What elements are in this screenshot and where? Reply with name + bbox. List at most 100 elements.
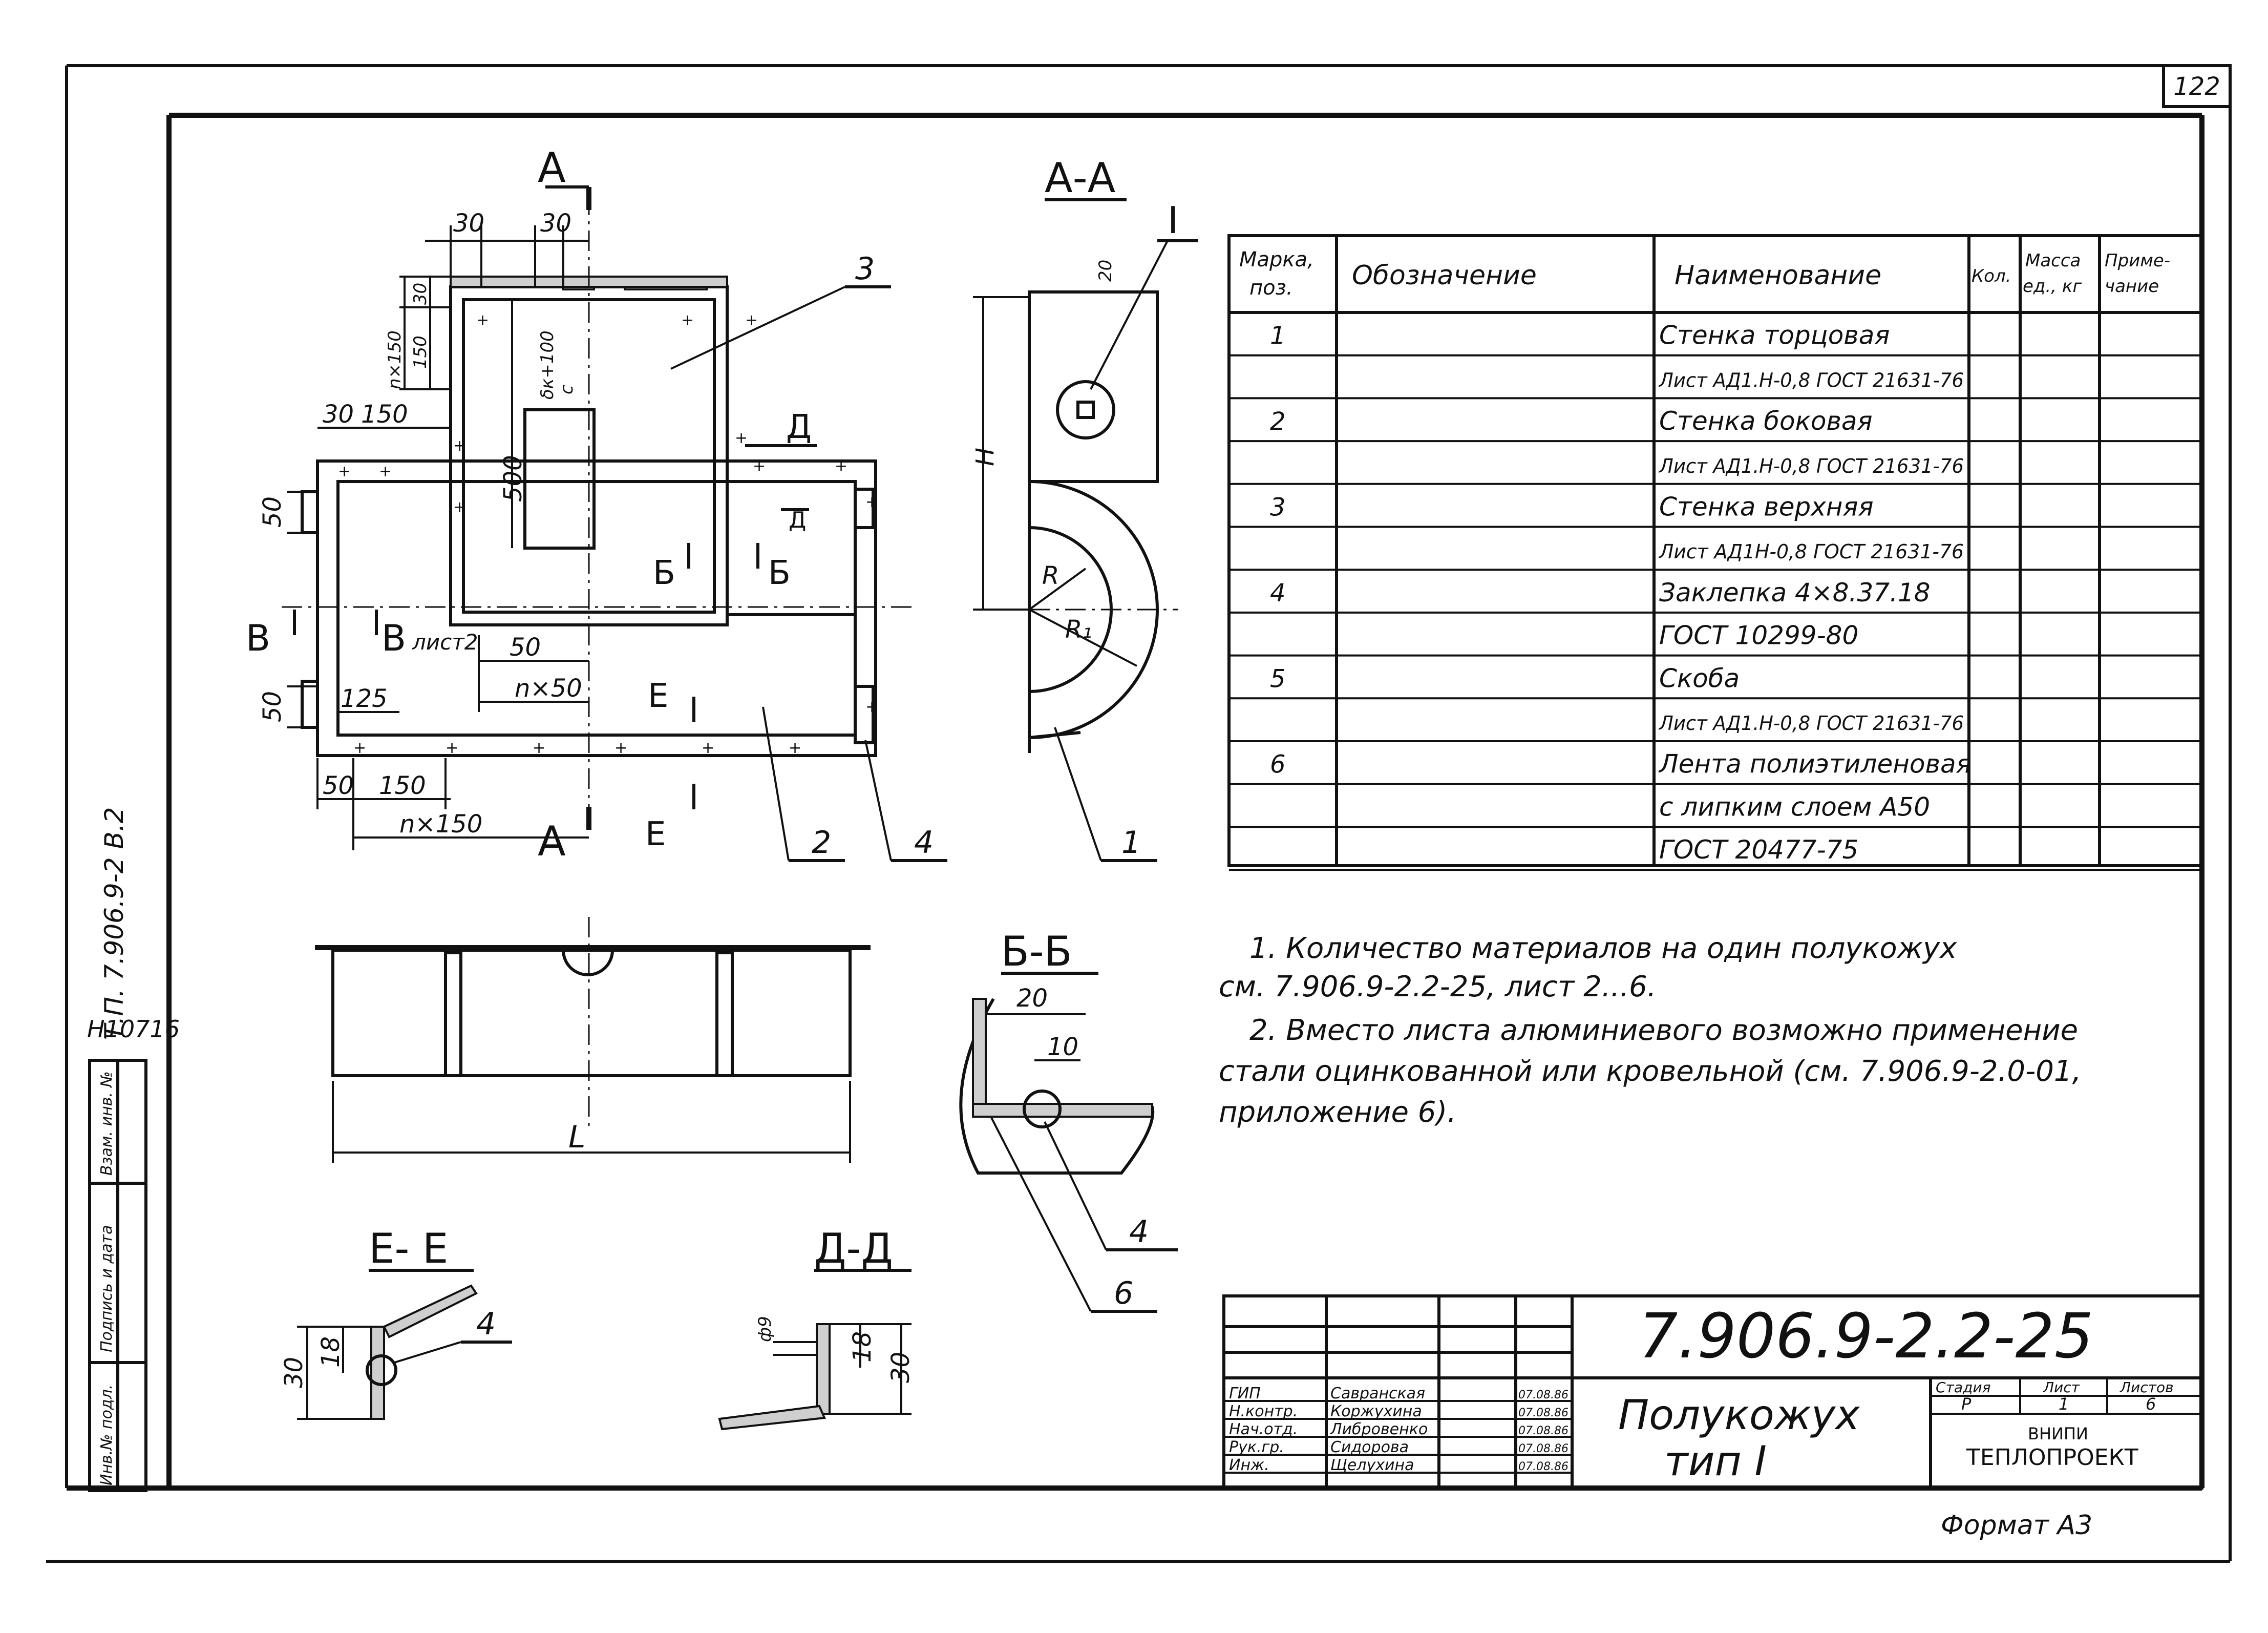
stamp-signature-date: Подпись и дата <box>98 1225 116 1353</box>
cut-d-bottom: Д <box>789 507 806 533</box>
spec-row-name: Стенка торцовая <box>1659 321 1890 350</box>
sheet2-note: лист2 <box>412 630 478 655</box>
person-date: 07.08.86 <box>1518 1442 1568 1455</box>
stamp-vzam-inv: Взам. инв. № <box>98 1071 116 1176</box>
dim-nx150-h: n×150 <box>399 810 482 839</box>
ee-dim-30: 30 <box>280 1357 308 1388</box>
cut-e-top: Е <box>648 677 668 715</box>
svg-text:ед., кг: ед., кг <box>2023 276 2082 297</box>
plan-view: ++ ++ ++ ++ ++ ++ ++ ++ ++ А А Б Б В В л… <box>246 144 947 865</box>
person-date: 07.08.86 <box>1518 1425 1568 1437</box>
svg-text:+: + <box>835 457 847 475</box>
svg-text:+: + <box>453 498 466 516</box>
side-code-tp: Т.П. 7.906.9-2 В.2 <box>99 807 129 1040</box>
cut-d-top: Д <box>786 408 812 446</box>
person-date: 07.08.86 <box>1518 1389 1568 1401</box>
hdr-note: Приме- <box>2105 250 2170 271</box>
svg-text:+: + <box>753 457 766 475</box>
spec-row-pos: 6 <box>1270 750 1286 779</box>
length-dim: L <box>568 1119 585 1155</box>
spec-row-name: Скоба <box>1659 663 1740 693</box>
dim-150-a: 150 <box>410 336 431 369</box>
section-aa-title: А-А <box>1045 154 1116 202</box>
person-date: 07.08.86 <box>1518 1460 1568 1473</box>
spec-row-pos: 4 <box>1270 579 1286 608</box>
spec-row-name: Лист АД1.Н-0,8 ГОСТ 21631-76 <box>1658 369 1964 391</box>
spec-row-pos: 1 <box>1270 322 1286 350</box>
sheet-header: Лист <box>2043 1379 2080 1396</box>
spec-row-name: Заклепка 4×8.37.18 <box>1659 578 1931 608</box>
person-role: ГИП <box>1229 1385 1261 1402</box>
dd-dim-phi9: ф9 <box>755 1316 775 1342</box>
section-bb-title: Б-Б <box>1001 928 1072 975</box>
sheets-value: 6 <box>2146 1394 2156 1414</box>
title-line1: Полукожух <box>1618 1391 1860 1439</box>
svg-text:+: + <box>476 311 489 329</box>
svg-text:+: + <box>702 739 714 757</box>
svg-text:чание: чание <box>2105 276 2159 297</box>
dim-c: с <box>557 385 577 394</box>
dim-nx50: n×50 <box>515 674 582 703</box>
svg-text:+: + <box>614 739 627 757</box>
plan-dimensions <box>287 225 594 850</box>
svg-text:+: + <box>446 739 458 757</box>
person-name: Щелухина <box>1330 1456 1414 1474</box>
person-name: Либровенко <box>1330 1420 1428 1438</box>
notes: 1. Количество материалов на один полукож… <box>1219 932 2081 1129</box>
person-date: 07.08.86 <box>1518 1407 1568 1419</box>
svg-text:+: + <box>453 437 466 455</box>
spec-row-name: Лист АД1Н-0,8 ГОСТ 21631-76 <box>1658 540 1964 563</box>
hdr-qty: Кол. <box>1972 266 2011 286</box>
svg-text:+: + <box>681 311 694 329</box>
dim-30-a: 30 <box>453 209 484 238</box>
svg-text:+: + <box>789 739 801 757</box>
section-dd: Д-Д 30 18 ф9 <box>718 1225 915 1431</box>
stage-header: Стадия <box>1936 1379 1990 1396</box>
dim-50-b: 50 <box>510 633 541 662</box>
left-stamp: Инв.№ подл. Подпись и дата Взам. инв. № … <box>87 807 180 1492</box>
stamp-inv-podl: Инв.№ подл. <box>98 1385 116 1485</box>
dim-delta: δк+100 <box>537 330 558 400</box>
org-line2: ТЕПЛОПРОЕКТ <box>1966 1444 2138 1471</box>
section-dd-title: Д-Д <box>814 1225 893 1272</box>
leader-1: 1 <box>1121 825 1141 861</box>
spec-row-name: Лента полиэтиленовая <box>1658 749 1972 779</box>
aa-dim-20: 20 <box>1095 260 1116 282</box>
dim-150-b: 150 <box>361 400 408 429</box>
bb-dim-20: 20 <box>1016 984 1048 1013</box>
section-ee: Е- Е 30 18 4 <box>280 1225 512 1420</box>
aa-dim-r: R <box>1042 561 1059 590</box>
dim-500: 500 <box>499 455 527 502</box>
dim-50-a: 50 <box>258 496 287 528</box>
svg-text:+: + <box>745 311 758 329</box>
dim-150-c: 150 <box>379 771 426 800</box>
dim-125: 125 <box>341 684 388 713</box>
org-line1: ВНИПИ <box>2028 1424 2088 1443</box>
spec-row-name: Стенка боковая <box>1659 406 1873 436</box>
spec-row-name: с липким слоем А50 <box>1659 792 1930 822</box>
svg-text:+: + <box>338 463 351 480</box>
person-role: Рук.гр. <box>1229 1438 1284 1456</box>
cut-b-left: Б <box>653 554 675 592</box>
sheets-header: Листов <box>2119 1379 2174 1396</box>
title-block: 7.906.9-2.2-25 Полукожух тип I Стадия Ли… <box>1222 1294 2203 1490</box>
spec-row-pos: 3 <box>1270 493 1286 522</box>
note1-line1: 1. Количество материалов на один полукож… <box>1249 932 1957 965</box>
spec-row-name: Стенка верхняя <box>1659 492 1874 522</box>
hdr-name: Наименование <box>1674 260 1881 291</box>
detail-callout: I <box>1168 199 1178 242</box>
aa-dim-h: H <box>971 448 1000 466</box>
section-aa: А-А H 20 R R₁ I 1 <box>971 154 1198 862</box>
svg-text:+: + <box>865 698 878 716</box>
spec-row-name: Лист АД1.Н-0,8 ГОСТ 21631-76 <box>1658 712 1964 735</box>
person-role: Инж. <box>1229 1456 1269 1474</box>
section-bb: Б-Б 20 10 4 6 <box>959 928 1178 1313</box>
dim-30-c: 30 <box>410 283 431 305</box>
rivet-marks: ++ ++ ++ ++ ++ ++ ++ ++ ++ <box>338 311 878 757</box>
sheet-value: 1 <box>2059 1394 2069 1414</box>
spec-row-name: Лист АД1.Н-0,8 ГОСТ 21631-76 <box>1658 455 1964 477</box>
cut-a-bottom: А <box>538 818 566 865</box>
doc-code: 7.906.9-2.2-25 <box>1639 1301 2093 1372</box>
leader-3: 3 <box>855 251 875 287</box>
